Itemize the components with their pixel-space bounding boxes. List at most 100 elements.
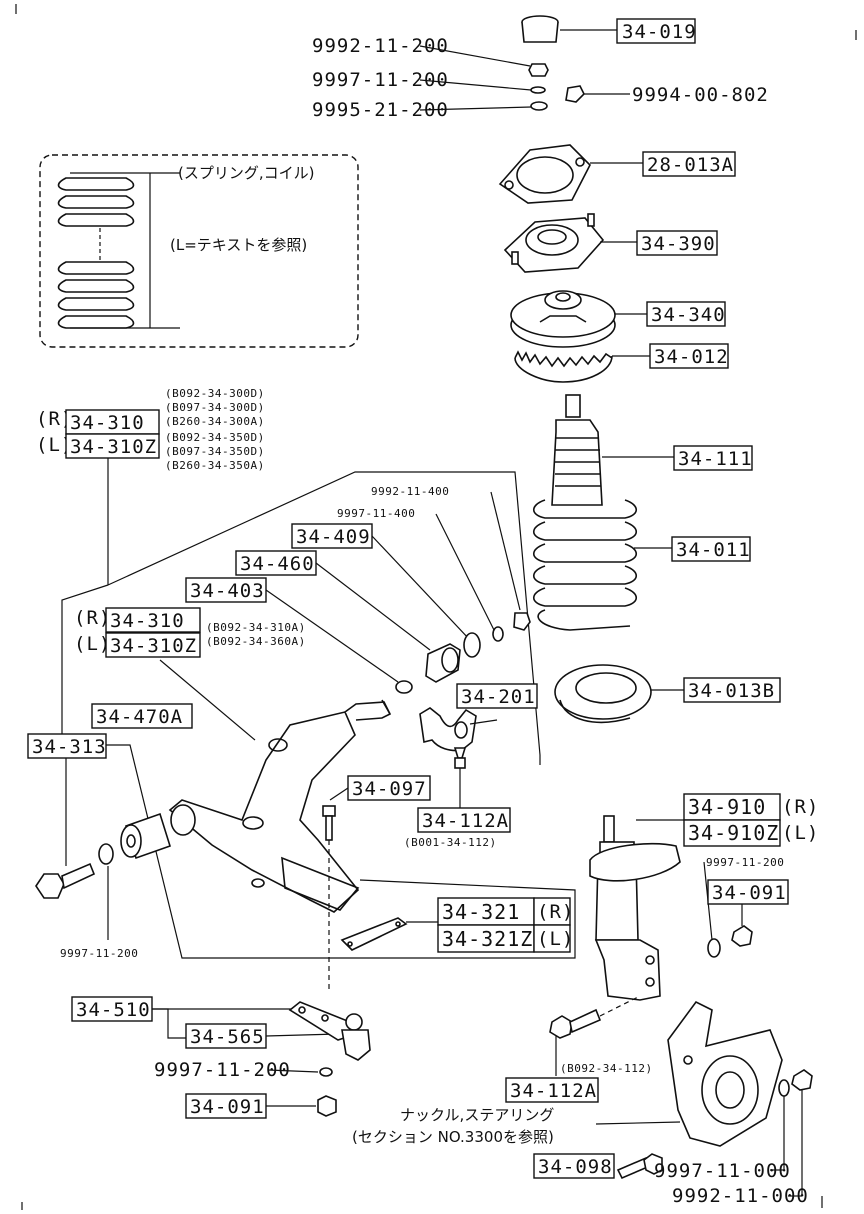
arm-assy-top-side-l: (L) (36, 434, 73, 456)
cap-34-019-shape (521, 15, 559, 43)
nut-091-lower-icon (317, 1095, 337, 1117)
part-label-34-112A-upper: 34-112A (422, 810, 509, 832)
part-box-34-565[interactable] (185, 1023, 267, 1049)
lower-arm-group-outline (159, 659, 256, 741)
nut-091-strut-icon (731, 925, 753, 947)
part-box-34-019[interactable] (616, 18, 696, 44)
lower-insulator-shape (554, 664, 652, 724)
washer-strut-icon (707, 938, 721, 958)
stud-097-icon (322, 805, 336, 841)
part-box-28-013A[interactable] (642, 151, 736, 177)
arm-assy-top-code-r: 34-310 (70, 412, 145, 434)
part-box-34-111[interactable] (673, 445, 753, 471)
part-box-34-910Z[interactable] (683, 819, 781, 847)
washer-bushing-icon (492, 626, 504, 642)
part-label-34-098: 34-098 (538, 1156, 613, 1178)
spring-inset-caption: (スプリング,コイル) (178, 164, 314, 182)
part-box-34-091-lower[interactable] (185, 1093, 267, 1119)
arm-assy-mid-side-l: (L) (74, 633, 111, 655)
part-box-34-098[interactable] (533, 1153, 615, 1179)
part-box-34-013B[interactable] (683, 677, 781, 703)
part-label-34-403: 34-403 (190, 580, 265, 602)
part-box-34-313[interactable] (27, 733, 107, 759)
bolt-098-icon (616, 1153, 663, 1180)
arm-assy-top-ref: (B092-34-300D) (165, 387, 265, 400)
washer-knuckle-icon (778, 1079, 790, 1097)
part-box-34-012[interactable] (649, 343, 729, 369)
part-label-34-097: 34-097 (352, 778, 427, 800)
part-box-34-460[interactable] (235, 550, 317, 576)
part-box-34-910[interactable] (683, 793, 781, 821)
arm-assy-mid-code-l: 34-310Z (110, 635, 197, 657)
part-label-34-510: 34-510 (76, 999, 151, 1021)
side-box-l (533, 924, 571, 953)
ref-bolt-lower: (B092-34-112) (560, 1062, 653, 1075)
cap-nut-icon (565, 85, 585, 103)
part-box-34-403[interactable] (185, 577, 267, 603)
part-label-34-460: 34-460 (240, 553, 315, 575)
arm-assy-top-side-r: (R) (36, 408, 73, 430)
arm-bushing-shape (120, 812, 171, 860)
upper-insulator-shape (514, 350, 613, 383)
arm-assy-top-ref: (B092-34-350D) (165, 431, 265, 444)
hw-9997-11-200-ball: 9997-11-200 (154, 1059, 291, 1081)
part-box-34-011[interactable] (671, 536, 751, 562)
strut-mount-shape (503, 213, 605, 273)
knuckle-note-line2: (セクション NO.3300を参照) (352, 1128, 554, 1146)
clip-112a-icon (453, 747, 467, 769)
hw-9992-11-000: 9992-11-000 (672, 1185, 809, 1207)
part-box-34-310Z-top[interactable] (65, 433, 160, 459)
part-box-34-112A-lower[interactable] (505, 1077, 599, 1103)
hw-9997-11-200-arm: 9997-11-200 (60, 947, 138, 960)
hw-9994-00-802: 9994-00-802 (632, 84, 769, 106)
hw-9997-11-400: 9997-11-400 (337, 507, 415, 520)
bearing-seat-shape (510, 290, 616, 348)
part-box-34-091-strut[interactable] (707, 879, 789, 905)
arm-assy-mid-ref: (B092-34-310A) (206, 621, 306, 634)
arm-assy-top-refs: (B092-34-300D) (B097-34-300D) (B260-34-3… (165, 387, 265, 472)
part-box-34-097[interactable] (347, 775, 431, 801)
bolt-112a-lower-icon (549, 1008, 602, 1039)
hw-9995-21-200: 9995-21-200 (312, 99, 449, 121)
part-label-34-321: 34-321 (442, 900, 520, 924)
part-box-34-340[interactable] (646, 301, 726, 327)
part-label-34-565: 34-565 (190, 1026, 265, 1048)
part-label-34-111: 34-111 (678, 448, 753, 470)
arm-assy-top-ref: (B097-34-300D) (165, 401, 265, 414)
part-label-34-390: 34-390 (641, 233, 716, 255)
washer-403-icon (395, 680, 413, 694)
washer-upper-2-icon (530, 101, 548, 111)
part-label-34-470A: 34-470A (96, 706, 183, 728)
bushing-bracket-shape (419, 707, 477, 752)
part-box-34-470A[interactable] (91, 703, 193, 729)
spring-inset-note: (L=テキストを参照) (170, 236, 307, 254)
part-label-34-019: 34-019 (622, 21, 697, 43)
part-box-34-201[interactable] (456, 683, 538, 709)
part-box-34-310-mid[interactable] (105, 607, 201, 633)
strut-side-r: (R) (782, 796, 819, 818)
bushing-460-icon (425, 643, 461, 683)
strut-shape (589, 815, 681, 1001)
plate-side-r: (R) (537, 901, 574, 923)
coil-spring-shape (532, 499, 638, 631)
part-label-34-012: 34-012 (654, 346, 729, 368)
part-label-34-313: 34-313 (32, 736, 107, 758)
plate-321-icon (340, 917, 408, 951)
hw-9997-11-200-upper: 9997-11-200 (312, 69, 449, 91)
arm-assy-mid-side-r: (R) (74, 607, 111, 629)
hw-9992-11-400: 9992-11-400 (371, 485, 449, 498)
hw-9997-11-000: 9997-11-000 (654, 1160, 791, 1182)
part-box-34-310-top[interactable] (65, 409, 160, 435)
part-box-34-390[interactable] (636, 230, 718, 256)
part-label-34-011: 34-011 (676, 539, 751, 561)
part-label-34-910: 34-910 (688, 795, 766, 819)
washer-arm-icon (98, 843, 114, 865)
part-label-34-013B: 34-013B (688, 680, 775, 702)
arm-assy-mid-code-r: 34-310 (110, 610, 185, 632)
part-label-34-910Z: 34-910Z (688, 821, 779, 845)
part-box-34-112A-upper[interactable] (417, 807, 511, 833)
part-box-34-310Z-mid[interactable] (105, 632, 201, 658)
part-box-34-510[interactable] (71, 996, 153, 1022)
